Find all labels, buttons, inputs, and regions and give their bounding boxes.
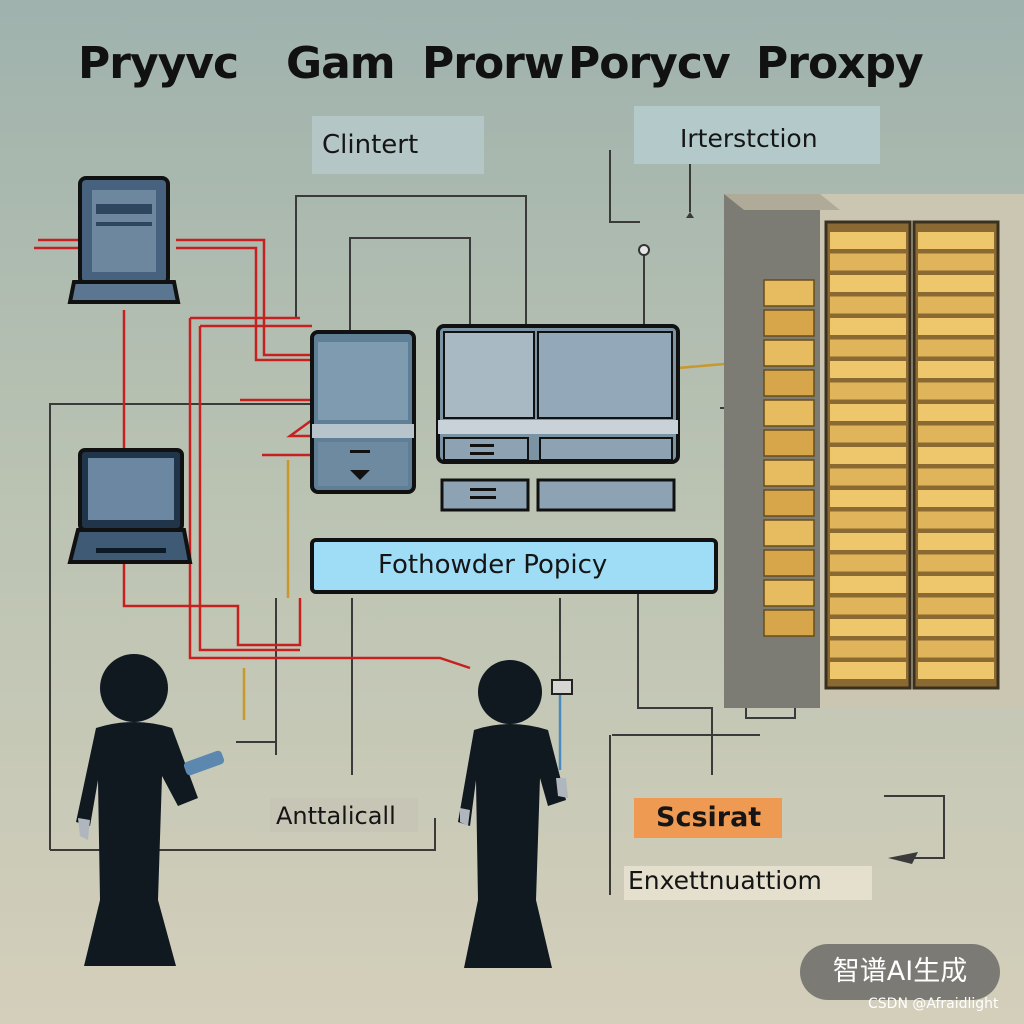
tray-block	[763, 279, 815, 307]
title-word-3: Prorw	[422, 38, 565, 89]
server-left	[310, 330, 416, 494]
person-right	[458, 660, 573, 968]
tray-block	[763, 519, 815, 547]
network-lines-red	[34, 238, 471, 670]
shelf-slot	[830, 533, 906, 550]
shelf-slot	[918, 232, 994, 249]
shelf-slot	[918, 533, 994, 550]
shelf-slot	[918, 490, 994, 507]
shelf-slot	[830, 597, 906, 615]
title-word-1: Pryyvc	[78, 38, 239, 89]
tray-block	[763, 579, 815, 607]
tray-block	[763, 399, 815, 427]
shelf-slot	[918, 662, 994, 679]
shelf-slot	[830, 253, 906, 271]
shelf-slot	[830, 382, 906, 400]
shelf-slot	[830, 554, 906, 572]
shelf-slot	[830, 275, 906, 292]
shelf-slot	[830, 404, 906, 421]
sesirat-bg	[634, 798, 782, 838]
shelf-slot	[918, 318, 994, 335]
laptop	[67, 448, 193, 564]
title-word-2: Gam	[286, 38, 396, 89]
shelf-slot	[830, 468, 906, 486]
shelf-slot	[830, 232, 906, 249]
title-word-4: Porycv	[568, 38, 731, 89]
tray-block	[763, 339, 815, 367]
shelf-slot	[918, 511, 994, 529]
person-left	[76, 654, 225, 966]
shelf-slot	[918, 296, 994, 314]
shelf-slot	[918, 447, 994, 464]
enext-label: Enxettnuattiom	[628, 866, 822, 895]
shelf-slot	[830, 511, 906, 529]
analytical-bg	[270, 798, 418, 832]
shelf-slot	[830, 490, 906, 507]
client-label: Clintert	[322, 130, 419, 160]
watermark-badge: 智谱AI生成	[800, 944, 1000, 1000]
title-word-5: Proxpy	[756, 38, 924, 89]
shelf-slot	[918, 554, 994, 572]
shelf-slot	[830, 662, 906, 679]
shelf-slot	[830, 640, 906, 658]
shelf-slot	[918, 404, 994, 421]
tray-block	[763, 489, 815, 517]
desktop-computer	[67, 176, 181, 304]
tray-block	[763, 459, 815, 487]
tray-block	[763, 369, 815, 397]
shelf-slot	[918, 361, 994, 378]
forwarder-label: Fothowder Popicy	[378, 550, 608, 580]
shelf-slot	[830, 296, 906, 314]
shelf-slot	[830, 318, 906, 335]
shelf-slot	[830, 361, 906, 378]
sesirat-label: Scsirat	[656, 802, 762, 833]
server-center	[436, 244, 680, 512]
tray-block	[763, 429, 815, 457]
shelf-slot	[830, 339, 906, 357]
arrow-head	[888, 852, 918, 864]
forwarder-box	[310, 538, 718, 594]
shelf-slot	[918, 640, 994, 658]
shelf-slot	[918, 597, 994, 615]
tray-block	[763, 609, 815, 637]
shelf-slot	[918, 382, 994, 400]
enext-bg	[624, 866, 872, 900]
connector-lines	[49, 150, 945, 895]
analytical-label: Anttalicall	[276, 802, 396, 830]
intersection-label-bg	[634, 106, 880, 164]
shelf-slot	[918, 275, 994, 292]
tray-block	[763, 549, 815, 577]
client-label-bg	[312, 116, 484, 174]
shelf-slot	[918, 339, 994, 357]
shelf-slot	[830, 576, 906, 593]
tray-block	[763, 309, 815, 337]
shelf-slot	[918, 253, 994, 271]
arrow-tip	[686, 212, 694, 218]
shelf-slot	[830, 619, 906, 636]
storage-cabinet	[724, 194, 1024, 708]
shelf-slot	[918, 619, 994, 636]
shelf-slot	[918, 468, 994, 486]
credit-text: CSDN @Afraidlight	[868, 996, 999, 1012]
intersection-label: Irterstction	[680, 124, 818, 153]
shelf-slot	[830, 425, 906, 443]
shelf-slot	[918, 425, 994, 443]
shelf-slot	[830, 447, 906, 464]
shelf-slot	[918, 576, 994, 593]
